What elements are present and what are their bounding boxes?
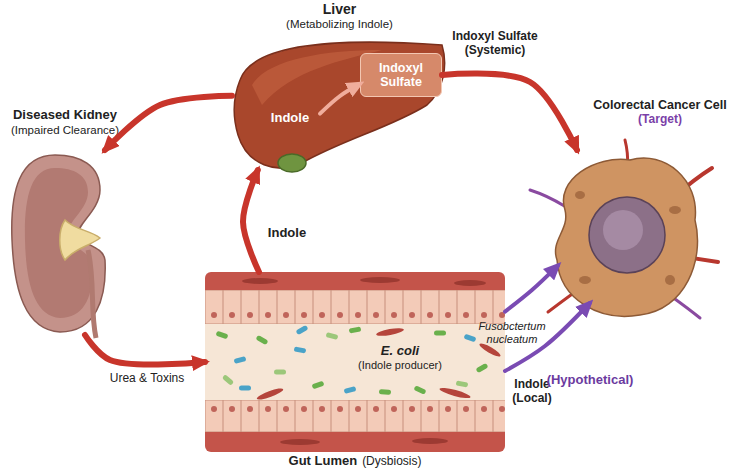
kidney-organ-outline (60, 220, 100, 260)
flow-arrow (505, 266, 558, 312)
node-subtitle: (Metabolizing Indole) (286, 18, 393, 31)
liver-organ: Liver(Metabolizing Indole)IndoleIndoxyl … (232, 35, 447, 170)
gut-wall-part (280, 439, 320, 445)
flow-arrow (85, 335, 205, 364)
gut-wall-part (242, 278, 278, 284)
gut-lumen: Gut Lumen(Dysbiosis)E. coli(Indole produ… (205, 272, 505, 452)
blood-vessels (530, 140, 718, 318)
bacteria-part (456, 380, 469, 387)
bacteria-label: E. coli(Indole producer) (345, 340, 455, 376)
bacteria-part (256, 335, 269, 345)
gut-wall-part (439, 386, 471, 400)
bacteria-part (296, 325, 309, 335)
gut-wall-part (205, 272, 505, 290)
cancer-cell-outline (603, 210, 643, 250)
bacteria-part (414, 385, 427, 395)
gut-wall-part (205, 400, 505, 432)
edge-label: Fusobctertum nucleatum (468, 320, 556, 345)
bacteria-part (326, 332, 339, 340)
gut-wall-part (205, 290, 505, 324)
kidney-organ-outline (88, 250, 96, 338)
cancer-cell-outline (589, 197, 665, 273)
cancer-cell-outline (575, 191, 585, 199)
cancer-cell-outline (665, 275, 675, 285)
metabolite-label: Indole (260, 107, 320, 129)
gut-wall-part (360, 277, 400, 283)
gut-wall (205, 272, 505, 452)
gut-wall-part (205, 432, 505, 452)
node-label-group: Indoxyl Sulfate (361, 54, 441, 96)
node-title: Diseased Kidney (13, 108, 117, 123)
node-label-group: Indole (260, 107, 320, 129)
node-title: Liver (323, 1, 356, 17)
metabolite-box: Indoxyl Sulfate (360, 53, 442, 97)
edge-label: Indole (262, 226, 312, 241)
cancer-cell-outline (579, 276, 591, 284)
bacteria-part (294, 346, 307, 353)
bacteria-part (349, 326, 362, 333)
cancer-cell-outline (669, 206, 681, 214)
bacteria-part (274, 370, 286, 375)
gut-wall-part (205, 324, 505, 400)
edge-label: Urea & Toxins (92, 372, 202, 386)
bacteria (216, 325, 489, 395)
node-subtitle: (Target) (638, 113, 682, 127)
node-label-group: Liver(Metabolizing Indole) (232, 1, 447, 31)
bacteria-part (464, 334, 477, 343)
kidney-organ-shape (10, 150, 110, 335)
node-label-group: Gut Lumen (Dysbiosis) (205, 454, 505, 469)
liver-organ-outline (234, 42, 444, 168)
node-title: E. coli (381, 344, 419, 359)
bacteria-part (379, 389, 391, 395)
gut-wall-part (454, 280, 486, 286)
edge-label: Indoxyl Sulfate (Systemic) (440, 30, 550, 58)
bacteria-part (216, 331, 229, 340)
node-subtitle: (Indole producer) (358, 359, 442, 372)
gut-wall-part (412, 438, 448, 444)
liver-organ-outline (278, 154, 306, 172)
bacteria-part (239, 386, 251, 391)
bacteria-part (434, 331, 446, 336)
flow-arrow (320, 84, 360, 114)
gut-wall-part (376, 327, 405, 338)
cancer-cell: Colorectal Cancer Cell(Target) (545, 150, 705, 320)
node-label-group: Colorectal Cancer Cell(Target) (580, 98, 740, 127)
flow-arrow (105, 96, 232, 150)
node-title: Indole (271, 111, 309, 126)
flow-arrow (243, 170, 259, 272)
annotation-label: (Hypothetical) (540, 373, 640, 388)
bacteria-part (234, 356, 247, 364)
node-title: Gut Lumen (289, 454, 358, 469)
node-title: Colorectal Cancer Cell (593, 98, 726, 112)
node-subtitle: (Dysbiosis) (362, 455, 421, 469)
bacteria-part (312, 381, 325, 390)
cancer-cell-outline (555, 158, 697, 316)
cancer-cell-shape (545, 150, 705, 320)
kidney-organ: Diseased Kidney(Impaired Clearance) (10, 150, 110, 335)
node-label-group: Diseased Kidney(Impaired Clearance) (0, 108, 130, 137)
bacteria-part (476, 363, 489, 373)
flow-arrow (442, 74, 577, 150)
node-title: Indoxyl Sulfate (361, 61, 441, 90)
bacteria-part (344, 386, 357, 394)
gut-wall-part (256, 386, 284, 401)
node-subtitle: (Impaired Clearance) (11, 124, 119, 137)
node-label-group: E. coli(Indole producer) (345, 340, 455, 376)
bacteria-part (222, 374, 234, 386)
